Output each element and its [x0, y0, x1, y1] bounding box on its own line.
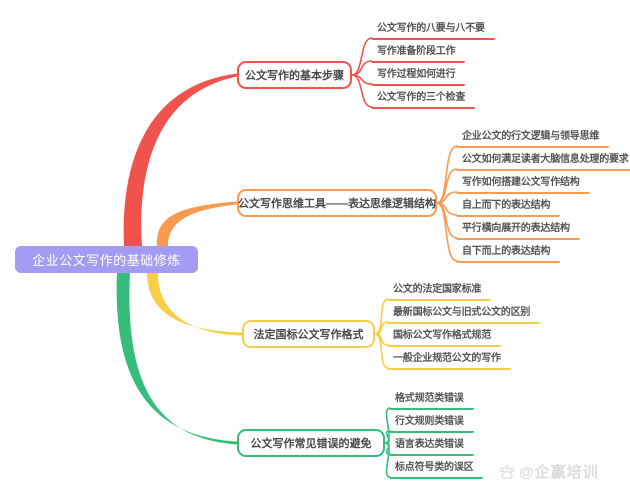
- branch-3-child-connectors: [374, 298, 389, 369]
- child-topic-2-2[interactable]: 公文如何满足读者大脑信息处理的要求: [456, 153, 630, 171]
- child-topic-2-6[interactable]: 自下而上的表达结构: [456, 245, 561, 263]
- branch-1-connector: [123, 73, 237, 247]
- child-topic-2-5[interactable]: 平行横向展开的表达结构: [456, 222, 580, 240]
- branch-4-child-connectors: [384, 407, 391, 478]
- child-topic-3-3[interactable]: 国标公文写作格式规范: [387, 329, 501, 347]
- branch-3-connector: [147, 272, 242, 336]
- child-topic-4-3[interactable]: 语言表达类错误: [389, 438, 474, 456]
- branch-topic-2[interactable]: 公文写作思维工具——表达思维逻辑结构: [237, 189, 437, 217]
- watermark: @企赢培训: [498, 461, 599, 482]
- child-topic-3-4[interactable]: 一般企业规范公文的写作: [387, 352, 511, 370]
- child-topic-3-2[interactable]: 最新国标公文与旧式公文的区别: [387, 306, 541, 324]
- child-topic-4-4[interactable]: 标点符号类的误区: [389, 461, 484, 479]
- branch-2-connector: [156, 201, 237, 247]
- child-topic-4-2[interactable]: 行文规则类错误: [389, 415, 474, 433]
- child-topic-1-3[interactable]: 写作过程如何进行: [371, 68, 466, 86]
- child-topic-3-1[interactable]: 公文的法定国家标准: [387, 283, 492, 301]
- watermark-text: @企赢培训: [519, 464, 599, 481]
- branch-4-connector: [116, 272, 237, 445]
- branch-2-child-connectors: [436, 145, 458, 262]
- child-topic-4-1[interactable]: 格式规范类错误: [389, 392, 474, 410]
- branch-1-child-connectors: [351, 37, 373, 108]
- child-topic-2-1[interactable]: 企业公文的行文逻辑与领导思维: [456, 130, 610, 148]
- branch-topic-4[interactable]: 公文写作常见错误的避免: [237, 429, 385, 457]
- child-topic-2-4[interactable]: 自上而下的表达结构: [456, 199, 561, 217]
- child-topic-2-3[interactable]: 写作如何搭建公文写作结构: [456, 176, 590, 194]
- central-topic[interactable]: 企业公文写作的基础修炼: [15, 246, 198, 273]
- branch-topic-1[interactable]: 公文写作的基本步骤: [237, 61, 352, 89]
- child-topic-1-2[interactable]: 写作准备阶段工作: [371, 45, 466, 63]
- branch-topic-3[interactable]: 法定国标公文写作格式: [242, 320, 375, 348]
- child-topic-1-4[interactable]: 公文写作的三个检查: [371, 91, 476, 109]
- paw-icon: [498, 463, 516, 481]
- child-topic-1-1[interactable]: 公文写作的八要与八不要: [371, 22, 495, 40]
